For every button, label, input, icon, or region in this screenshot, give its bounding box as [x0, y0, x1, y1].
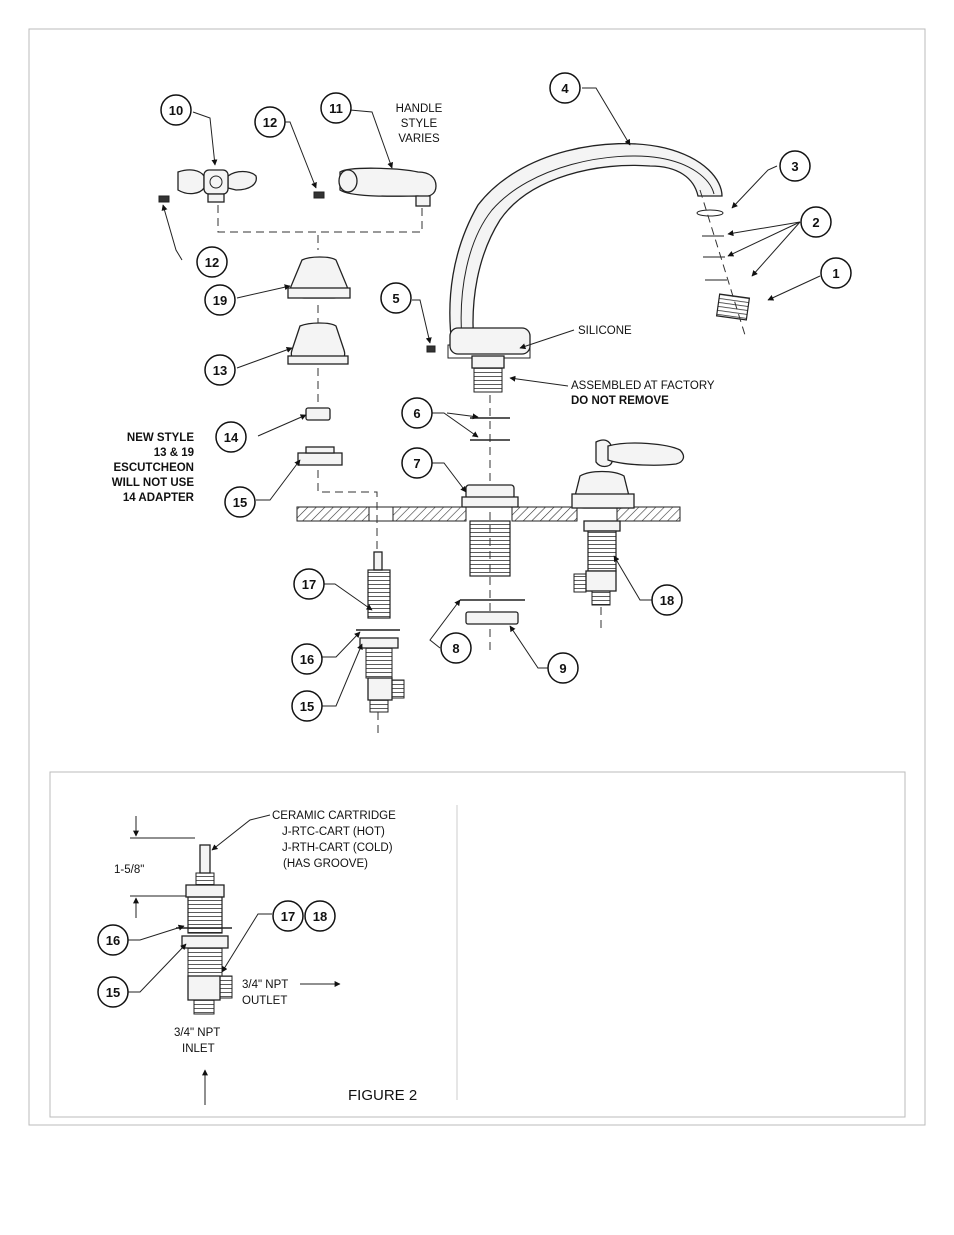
- callout-3: 3: [780, 151, 810, 181]
- svg-text:12: 12: [263, 115, 277, 130]
- left-valve-assembly: [356, 552, 404, 738]
- svg-text:9: 9: [559, 661, 566, 676]
- svg-text:11: 11: [329, 101, 343, 116]
- svg-text:18: 18: [313, 909, 327, 924]
- cartridge-label-1: CERAMIC CARTRIDGE: [272, 810, 396, 822]
- callout-17: 17: [294, 569, 324, 599]
- svg-text:10: 10: [169, 103, 183, 118]
- escutcheon-13: [288, 323, 348, 364]
- silicone-label: SILICONE: [578, 325, 632, 337]
- new-style-label-5: 14 ADAPTER: [123, 492, 195, 504]
- mounting-ring-7: [462, 485, 518, 507]
- aerator-parts: [697, 190, 749, 335]
- svg-text:16: 16: [106, 933, 120, 948]
- set-screw-12a: [314, 192, 324, 198]
- svg-text:18: 18: [660, 593, 674, 608]
- dimension-label: 1-5/8": [114, 864, 144, 876]
- inlet-label-2: INLET: [182, 1043, 215, 1055]
- callout-4: 4: [550, 73, 580, 103]
- figure-2-panel: 1-5/8" 16 15 17 18 CERAMIC CARTRIDGE J-R…: [50, 772, 905, 1117]
- svg-text:16: 16: [300, 652, 314, 667]
- new-style-label-3: ESCUTCHEON: [113, 462, 194, 474]
- svg-text:15: 15: [233, 495, 247, 510]
- new-style-label-2: 13 & 19: [154, 447, 194, 459]
- callout-12a: 12: [255, 107, 285, 137]
- svg-text:2: 2: [812, 215, 819, 230]
- handle-style-label-2: STYLE: [401, 118, 438, 130]
- callout-19: 19: [205, 285, 235, 315]
- callout-9: 9: [548, 653, 578, 683]
- callout-10: 10: [161, 95, 191, 125]
- spout-shank: [470, 521, 510, 576]
- callout-12b: 12: [197, 247, 227, 277]
- svg-text:4: 4: [561, 81, 569, 96]
- washer-nut-8-9: [460, 600, 525, 624]
- fig2-callout-16: 16: [98, 925, 128, 955]
- fig2-callout-17: 17: [273, 901, 303, 931]
- callout-7: 7: [402, 448, 432, 478]
- svg-text:3: 3: [791, 159, 798, 174]
- svg-text:5: 5: [392, 291, 399, 306]
- fig2-callout-15: 15: [98, 977, 128, 1007]
- countertop-deck: [297, 507, 680, 521]
- figure-2-title: FIGURE 2: [348, 1087, 417, 1104]
- cartridge-label-2: J-RTC-CART (HOT): [282, 826, 385, 838]
- screw-5: [427, 346, 435, 352]
- svg-text:7: 7: [413, 456, 420, 471]
- callout-16: 16: [292, 644, 322, 674]
- svg-text:12: 12: [205, 255, 219, 270]
- assembled-label: ASSEMBLED AT FACTORY: [571, 380, 715, 392]
- callout-1: 1: [821, 258, 851, 288]
- callout-14: 14: [216, 422, 246, 452]
- new-style-label-1: NEW STYLE: [127, 432, 194, 444]
- handle-style-label-3: VARIES: [398, 133, 440, 145]
- outlet-label-2: OUTLET: [242, 995, 287, 1007]
- callout-15a: 15: [225, 487, 255, 517]
- handle-style-label-1: HANDLE: [396, 103, 443, 115]
- svg-text:13: 13: [213, 363, 227, 378]
- handle-10: [178, 170, 256, 202]
- callout-13: 13: [205, 355, 235, 385]
- outlet-label-1: 3/4" NPT: [242, 979, 288, 991]
- callout-2: 2: [801, 207, 831, 237]
- svg-text:15: 15: [300, 699, 314, 714]
- svg-text:8: 8: [452, 641, 459, 656]
- svg-text:17: 17: [302, 577, 316, 592]
- svg-text:17: 17: [281, 909, 295, 924]
- svg-text:14: 14: [224, 430, 239, 445]
- cartridge-label-3: J-RTH-CART (COLD): [282, 842, 393, 854]
- svg-text:1: 1: [832, 266, 839, 281]
- set-screw-12b: [159, 196, 169, 202]
- inlet-label-1: 3/4" NPT: [174, 1027, 220, 1039]
- callout-8: 8: [441, 633, 471, 663]
- fig2-callout-18: 18: [305, 901, 335, 931]
- cartridge-label-4: (HAS GROOVE): [283, 858, 368, 870]
- callout-6: 6: [402, 398, 432, 428]
- callout-15b: 15: [292, 691, 322, 721]
- svg-text:6: 6: [413, 406, 420, 421]
- nut-15: [298, 447, 342, 465]
- svg-text:19: 19: [213, 293, 227, 308]
- callout-11: 11: [321, 93, 351, 123]
- escutcheon-19: [288, 257, 350, 298]
- svg-text:15: 15: [106, 985, 120, 1000]
- handle-11: [339, 168, 436, 206]
- do-not-remove-label: DO NOT REMOVE: [571, 395, 669, 407]
- callout-5: 5: [381, 283, 411, 313]
- new-style-label-4: WILL NOT USE: [112, 477, 195, 489]
- spout-stem: [472, 356, 504, 392]
- callout-18: 18: [652, 585, 682, 615]
- outer-frame: [29, 29, 925, 1125]
- adapter-14: [306, 408, 330, 420]
